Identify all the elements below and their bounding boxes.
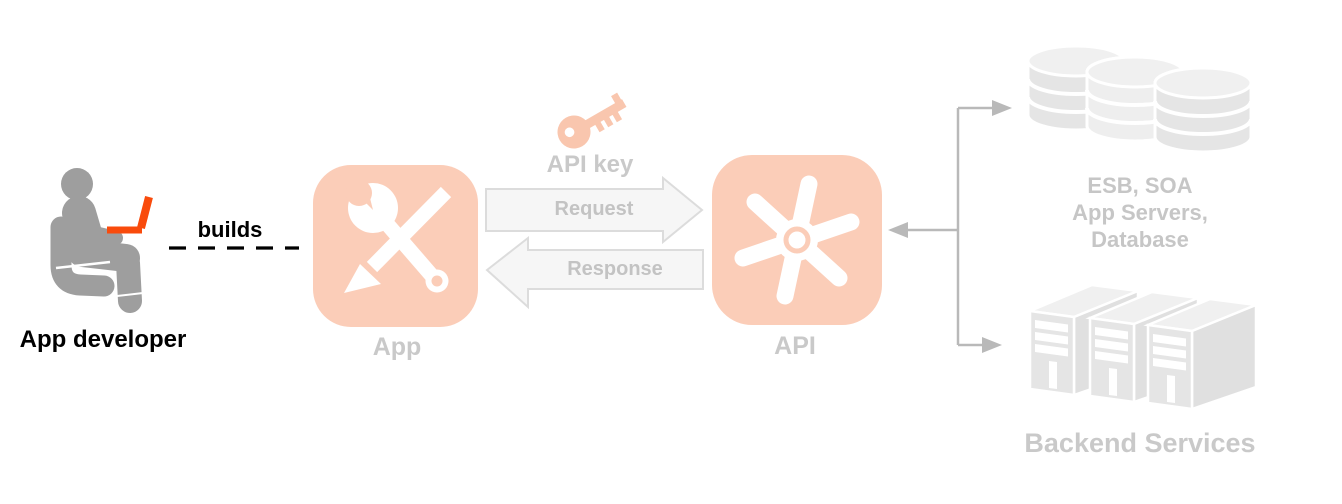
pencil-tip: [344, 264, 381, 293]
gear-hub-ring: [783, 226, 811, 254]
app-label: App: [372, 333, 422, 361]
wrench-lug-hole: [431, 275, 443, 287]
wrench-handle: [376, 213, 439, 282]
response-label: Response: [567, 258, 663, 280]
app-icon: [313, 165, 478, 327]
arrow-to-api: [888, 222, 908, 238]
chair: [50, 216, 115, 297]
person-head: [61, 168, 93, 200]
request-label: Request: [554, 198, 634, 220]
person-arm: [83, 225, 123, 245]
gear-spoke: [791, 175, 818, 235]
wrench-pencil-icon: [339, 166, 452, 293]
database-stack-icon: [1026, 44, 1253, 154]
api-key-label: API key: [546, 151, 634, 178]
esb-label: ESB, SOA App Servers, Database: [1040, 172, 1240, 253]
pencil-body: [366, 186, 452, 273]
ankle-separator: [116, 292, 144, 297]
server-tower: [1143, 297, 1261, 411]
app-developer-label: App developer: [19, 326, 187, 353]
api-icon: [712, 155, 882, 325]
gear-hub: [776, 219, 818, 261]
wrench-jaw-notch: [339, 166, 373, 210]
key-hole: [564, 127, 575, 138]
key-tooth: [603, 115, 614, 128]
laptop-icon: [107, 196, 153, 234]
arrow-to-backend: [982, 337, 1002, 353]
key-tooth: [611, 110, 623, 123]
database-cylinder: [1153, 66, 1253, 154]
server-stack-icon: [1025, 283, 1261, 411]
response-arrow: [485, 235, 704, 310]
gear-spoke: [776, 245, 803, 305]
backend-services-label: Backend Services: [1024, 428, 1256, 458]
chair-seat-separator: [55, 260, 111, 270]
esb-label-line2: App Servers,: [1072, 200, 1208, 225]
laptop-screen: [137, 196, 153, 229]
key-shaft: [580, 99, 627, 131]
key-tip: [611, 92, 622, 104]
esb-label-line1: ESB, SOA: [1087, 173, 1193, 198]
api-label: API: [774, 332, 816, 360]
arrow-to-esb: [992, 100, 1012, 116]
backend-connector: [888, 100, 1012, 353]
request-arrow: [485, 175, 704, 245]
key-icon: [557, 92, 627, 149]
app-developer-icon: [50, 168, 153, 313]
esb-label-line3: Database: [1091, 227, 1189, 252]
key-tooth: [594, 120, 605, 133]
builds-label: builds: [197, 217, 263, 242]
